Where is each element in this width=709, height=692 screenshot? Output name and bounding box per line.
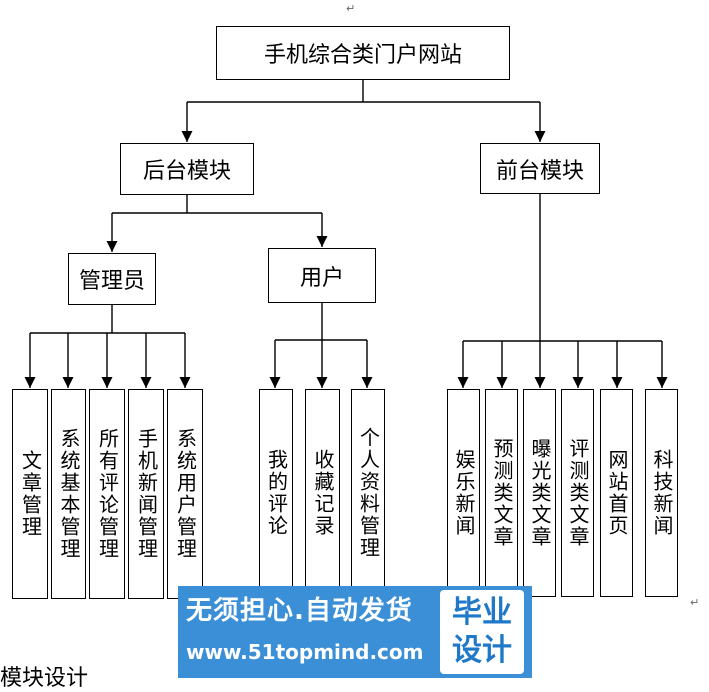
node-admin-item: 所有评论管理 xyxy=(89,389,125,599)
node-label: 科技新闻 xyxy=(650,449,674,537)
node-backend: 后台模块 xyxy=(120,143,254,195)
node-admin-item: 手机新闻管理 xyxy=(128,389,164,599)
node-user-item: 收藏记录 xyxy=(305,389,340,597)
node-user: 用户 xyxy=(268,248,376,303)
connector-lines xyxy=(24,80,668,388)
node-label: 网站首页 xyxy=(605,449,629,537)
node-label: 曝光类文章 xyxy=(528,438,552,548)
node-front-item: 评测类文章 xyxy=(561,389,594,597)
node-label: 所有评论管理 xyxy=(95,428,120,560)
node-label: 娱乐新闻 xyxy=(452,449,476,537)
watermark-line1: 无须担心.自动发货 xyxy=(186,596,413,626)
node-label: 预测类文章 xyxy=(490,438,514,548)
watermark-line2: www.51topmind.com xyxy=(186,640,424,664)
watermark-badge-line2: 设计 xyxy=(452,633,512,668)
node-frontend: 前台模块 xyxy=(480,143,600,194)
node-label: 个人资料管理 xyxy=(356,427,381,559)
node-admin: 管理员 xyxy=(68,253,156,305)
node-label: 评测类文章 xyxy=(566,438,590,548)
node-front-item: 科技新闻 xyxy=(645,389,678,597)
node-label: 系统用户管理 xyxy=(173,428,198,560)
paragraph-mark-right: ↵ xyxy=(690,596,700,609)
section-heading-cut: 模块设计 xyxy=(0,666,89,691)
paragraph-mark-top: ↵ xyxy=(346,2,356,15)
node-user-item: 我的评论 xyxy=(259,389,293,597)
node-admin-item: 系统用户管理 xyxy=(167,389,203,599)
watermark-badge: 毕业 设计 xyxy=(440,590,524,674)
node-front-item: 预测类文章 xyxy=(485,389,518,597)
node-front-item: 网站首页 xyxy=(600,389,633,597)
node-admin-item: 系统基本管理 xyxy=(51,389,86,599)
node-front-item: 娱乐新闻 xyxy=(447,389,480,597)
node-label: 系统基本管理 xyxy=(57,428,81,560)
watermark-banner: 无须担心.自动发货 www.51topmind.com 毕业 设计 xyxy=(178,586,532,678)
node-user-item: 个人资料管理 xyxy=(351,389,385,597)
watermark-badge-line1: 毕业 xyxy=(452,595,512,630)
watermark-text: 无须担心.自动发货 www.51topmind.com xyxy=(186,594,438,668)
node-root: 手机综合类门户网站 xyxy=(216,26,510,80)
node-label: 收藏记录 xyxy=(311,449,335,537)
node-admin-item: 文章管理 xyxy=(12,389,48,599)
node-label: 文章管理 xyxy=(18,450,43,538)
node-front-item: 曝光类文章 xyxy=(523,389,556,597)
node-label: 手机新闻管理 xyxy=(134,428,159,560)
node-label: 我的评论 xyxy=(264,449,289,537)
